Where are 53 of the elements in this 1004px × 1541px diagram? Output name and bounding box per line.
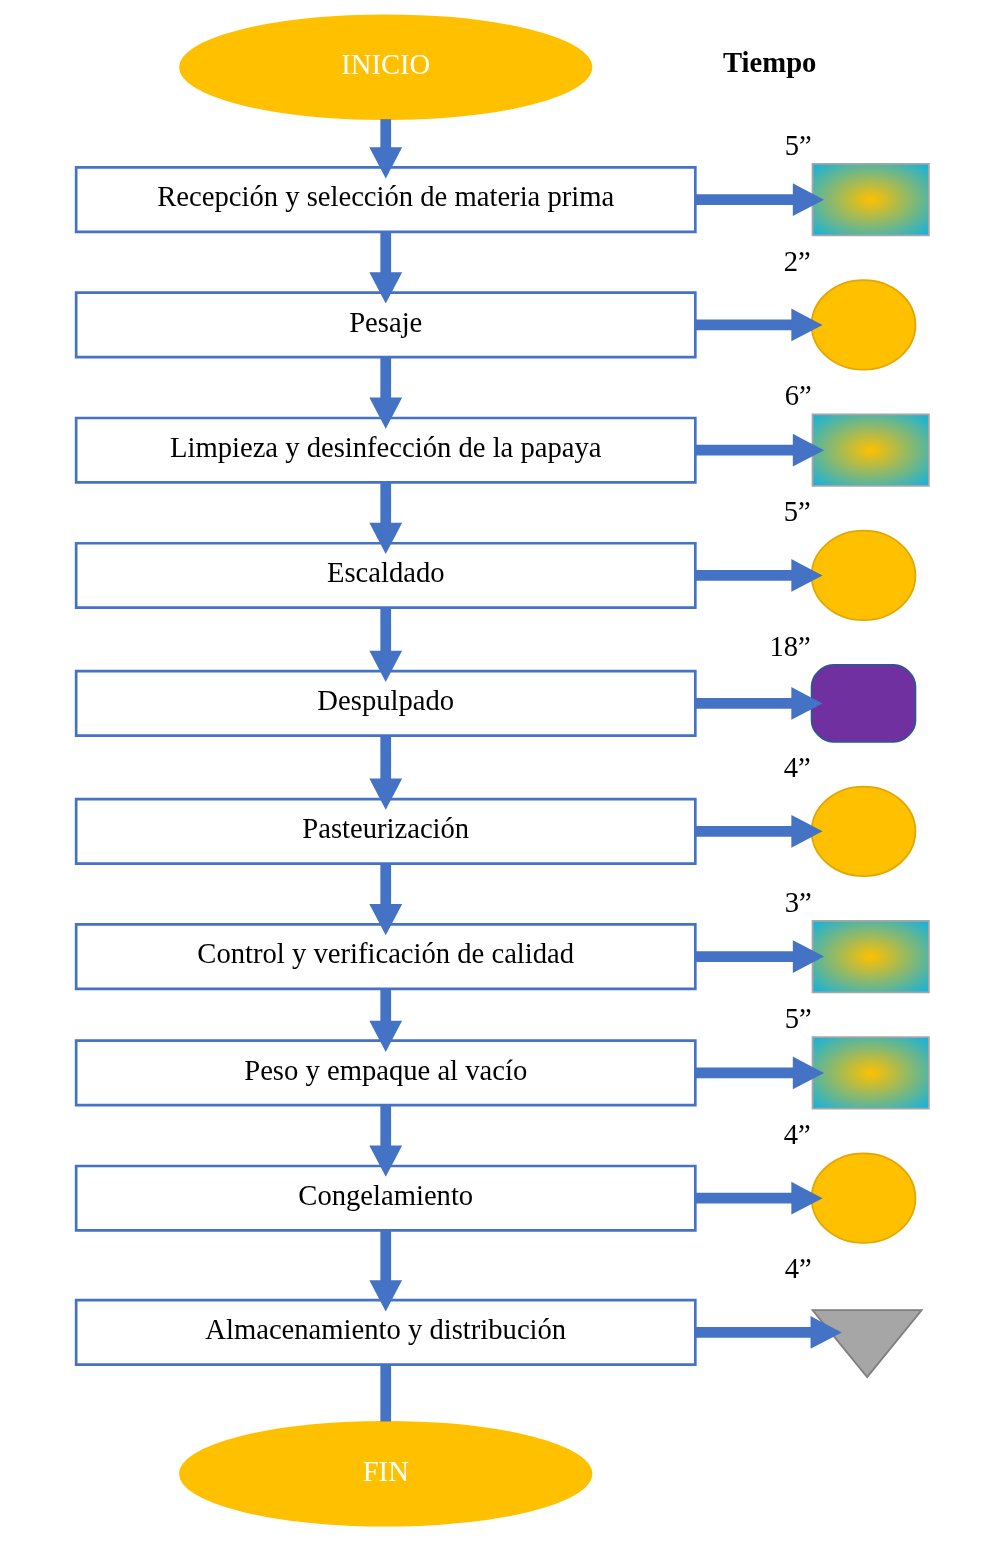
arrow [695,308,823,342]
node-box: Escaldado [74,541,697,609]
node-circle [810,279,916,371]
arrow [368,863,402,936]
arrow [695,559,823,592]
node-box: Peso y empaque al vacío [74,1039,697,1107]
node-circle [810,1152,916,1244]
node-label: 4” [783,751,811,784]
node-circle [810,785,916,877]
arrow [368,1230,402,1312]
arrow [368,608,402,682]
node-label: 2” [783,244,811,277]
arrow [368,357,402,429]
arrow [694,1056,824,1090]
node-label: 4” [784,1252,812,1285]
node-circle [810,529,916,622]
arrow [694,433,824,467]
node-ellipse: INICIO [178,14,592,121]
node-label: 4” [783,1118,811,1151]
arrow [368,989,402,1052]
arrow [695,1181,823,1215]
arrow [695,687,823,720]
connector [379,1364,391,1422]
node-box [811,1036,930,1110]
node-box [811,919,930,994]
arrow [695,814,823,848]
node-box: Control y verificación de calidad [74,923,697,991]
arrow [368,232,402,304]
node-label: 5” [783,495,811,528]
arrow [368,735,402,810]
node-label: 6” [784,379,812,412]
node-label: 5” [784,1001,812,1034]
arrow [694,183,824,217]
label: Tiempo [722,46,816,79]
node-box: Pasteurización [74,797,697,865]
node-box: Congelamiento [74,1164,697,1232]
arrow [368,482,402,555]
node-label: 5” [784,128,812,161]
arrow [368,119,402,179]
node-box: Limpieza y desinfección de la papaya [74,416,697,484]
node-box [811,162,930,237]
node-semicircle [810,664,916,743]
node-label: 18” [768,629,811,662]
node-box [811,413,930,487]
node-box: Despulpado [74,669,697,737]
node-ellipse: FIN [178,1420,592,1527]
node-box: Almacenamiento y distribución [74,1298,697,1366]
node-label: 3” [784,885,812,918]
arrow [695,1316,842,1349]
node-box: Recepción y selección de materia prima [74,166,697,234]
arrow [694,940,824,973]
arrow [368,1105,402,1177]
node-box: Pesaje [74,291,697,359]
